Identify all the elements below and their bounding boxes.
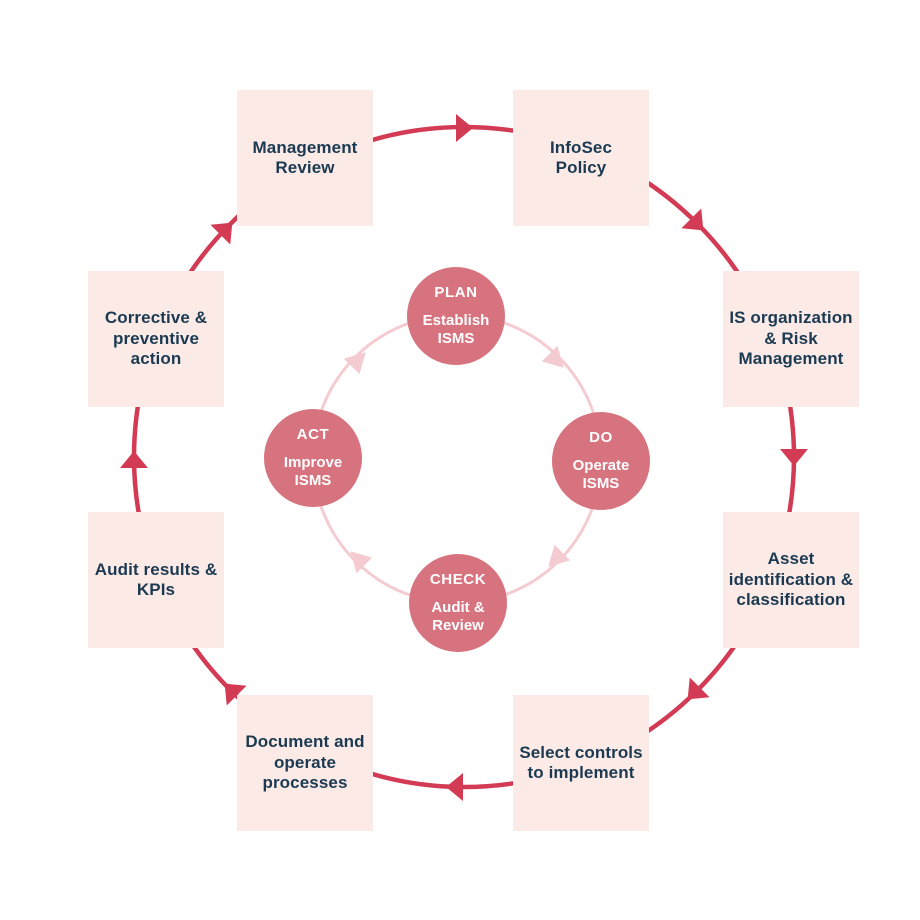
circle-subtitle: Establish ISMS [422,312,490,347]
box-label: Corrective & preventive action [104,308,208,369]
inner-cycle-arrowheads [342,344,572,575]
circle-title: PLAN [434,284,478,301]
inner-arrowhead-bottom-left-icon [342,543,373,574]
box-corrective-preventive: Corrective & preventive action [88,271,224,407]
inner-arrowhead-top-right-icon [541,345,572,376]
circle-subtitle: Audit & Review [431,599,485,634]
circle-title: CHECK [429,571,487,588]
box-infosec-policy: InfoSec Policy [513,90,649,226]
box-label: InfoSec Policy [549,137,613,177]
box-asset-identification: Asset identification & classification [723,512,859,648]
circle-title: DO [589,429,613,446]
circle-title: ACT [296,426,330,443]
circle-subtitle: Operate ISMS [572,457,630,492]
box-audit-results: Audit results & KPIs [88,512,224,648]
inner-arrowhead-top-left-icon [343,344,374,375]
box-document-operate: Document and operate processes [237,695,373,831]
box-label: IS organization & Risk Management [729,308,853,369]
circle-plan: PLAN Establish ISMS [407,267,505,365]
box-label: Audit results & KPIs [94,559,218,599]
box-label: Management Review [252,137,358,177]
arrowhead-bottom-icon [446,773,463,801]
outer-cycle-arrowheads [120,114,808,801]
circle-do: DO Operate ISMS [552,412,650,510]
inner-arrowhead-bottom-right-icon [540,544,571,575]
circle-check: CHECK Audit & Review [409,554,507,652]
arrowhead-top-icon [456,114,473,142]
arrowhead-right-icon [780,449,808,466]
circle-subtitle: Improve ISMS [283,454,343,489]
arrowhead-left-icon [120,451,148,468]
box-is-organization: IS organization & Risk Management [723,271,859,407]
box-select-controls: Select controls to implement [513,695,649,831]
box-label: Asset identification & classification [728,549,854,610]
box-label: Document and operate processes [245,732,365,793]
box-label: Select controls to implement [519,742,643,782]
circle-act: ACT Improve ISMS [264,409,362,507]
box-management-review: Management Review [237,90,373,226]
